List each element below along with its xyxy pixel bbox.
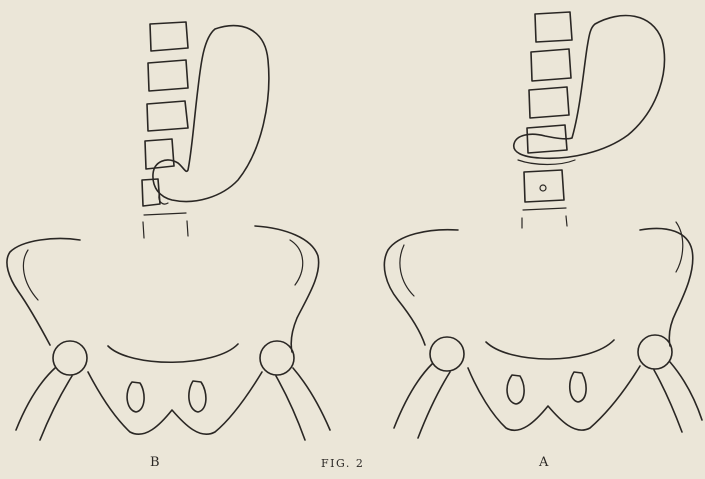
panel-a-vertebra-5 (524, 170, 564, 202)
panel-b-vertebra-1 (150, 22, 188, 51)
panel-b-sacrum-brim (108, 344, 238, 362)
panel-b-vertebra-3 (147, 101, 188, 131)
panel-a-vertebra-1 (535, 12, 572, 42)
panel-a-drawing (384, 12, 702, 438)
figure-caption: FIG. 2 (321, 457, 364, 470)
panel-a-left-femur (394, 364, 450, 438)
panel-a-spine (522, 12, 572, 228)
panel-a-stomach-fold (518, 160, 575, 165)
panel-a-left-femoral-head (430, 337, 464, 371)
panel-a-right-femoral-head (638, 335, 672, 369)
panel-b-vertebra-4 (145, 139, 174, 169)
panel-b-right-iliac-crest (255, 226, 319, 352)
panel-b-vertebra-2 (148, 60, 188, 91)
panel-b-right-iliac-inner (290, 240, 303, 285)
panel-a-label: A (539, 455, 549, 470)
panel-b-right-femoral-head (260, 341, 294, 375)
panel-a-vertebra-2 (531, 49, 571, 81)
panel-b-left-iliac-inner (23, 250, 38, 300)
panel-b-label: B (150, 455, 161, 470)
panel-b-stomach (153, 26, 269, 204)
panel-b-spine (142, 22, 188, 238)
panel-a-left-obturator (507, 375, 524, 404)
panel-b-right-obturator (189, 381, 206, 412)
panel-a-left-iliac-inner (400, 245, 414, 296)
panel-a-pelvis (384, 222, 702, 438)
panel-b-lumbar-stub (143, 213, 188, 238)
panel-a-right-iliac-inner (676, 222, 683, 272)
panel-b-left-iliac-crest (7, 239, 80, 346)
panel-b-vertebra-5 (142, 179, 160, 206)
panel-b-left-femur (16, 368, 72, 440)
panel-a-right-obturator (570, 372, 586, 402)
panel-a-lumbar-stub (522, 208, 567, 228)
panel-b-left-femoral-head (53, 341, 87, 375)
panel-a-pylorus-dot (540, 185, 546, 191)
panel-a-vertebra-3 (529, 87, 569, 118)
panel-a-right-iliac-crest (640, 228, 693, 346)
panel-b-pelvis (7, 226, 330, 440)
panel-b-pubic-arch (88, 372, 262, 434)
panel-b-right-femur (276, 368, 330, 440)
panel-b-drawing (7, 22, 330, 440)
panel-b-stomach-outline (153, 26, 269, 202)
panel-a-pubic-arch (468, 366, 640, 430)
panel-a-sacrum-brim (486, 340, 614, 359)
panel-a-left-iliac-crest (384, 230, 458, 345)
panel-b-left-obturator (127, 382, 144, 412)
panel-a-right-femur (654, 362, 702, 432)
